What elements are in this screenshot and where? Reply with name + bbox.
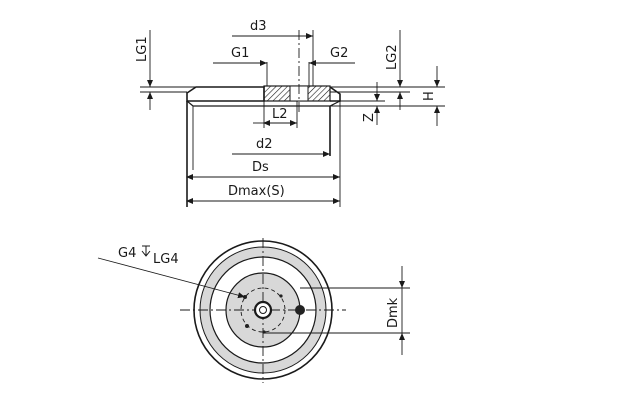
- depth-symbol-icon: [141, 245, 151, 257]
- g1-label: G1: [231, 46, 249, 61]
- z-label: Z: [362, 113, 377, 122]
- g4-label: G4: [118, 246, 136, 261]
- g4-leader: [97, 257, 246, 299]
- ds-label: Ds: [252, 160, 269, 175]
- dmk-label: Dmk: [386, 297, 401, 328]
- center-hole-inner: [259, 306, 267, 314]
- lg2-label: LG2: [385, 44, 400, 70]
- top-view: G4 LG4 Dmk: [97, 238, 410, 383]
- offset-hole: [295, 305, 305, 315]
- l2-label: L2: [272, 107, 288, 122]
- side-body-outline-right: [329, 86, 341, 102]
- dmax-label: Dmax(S): [228, 184, 285, 199]
- lg1-label: LG1: [135, 36, 150, 62]
- side-view: d3 G1 G2 LG1 LG2 Z H: [135, 19, 445, 207]
- d3-label: d3: [250, 19, 267, 34]
- h-label: H: [422, 91, 437, 101]
- bolt-mark-2: [245, 324, 249, 328]
- bolt-circle: [240, 287, 286, 333]
- side-body-outline: [186, 86, 265, 102]
- d2-label: d2: [256, 137, 273, 152]
- bolt-mark-3: [279, 294, 283, 298]
- g2-label: G2: [330, 46, 348, 61]
- lg4-label: LG4: [153, 252, 179, 267]
- side-collar: [186, 100, 341, 107]
